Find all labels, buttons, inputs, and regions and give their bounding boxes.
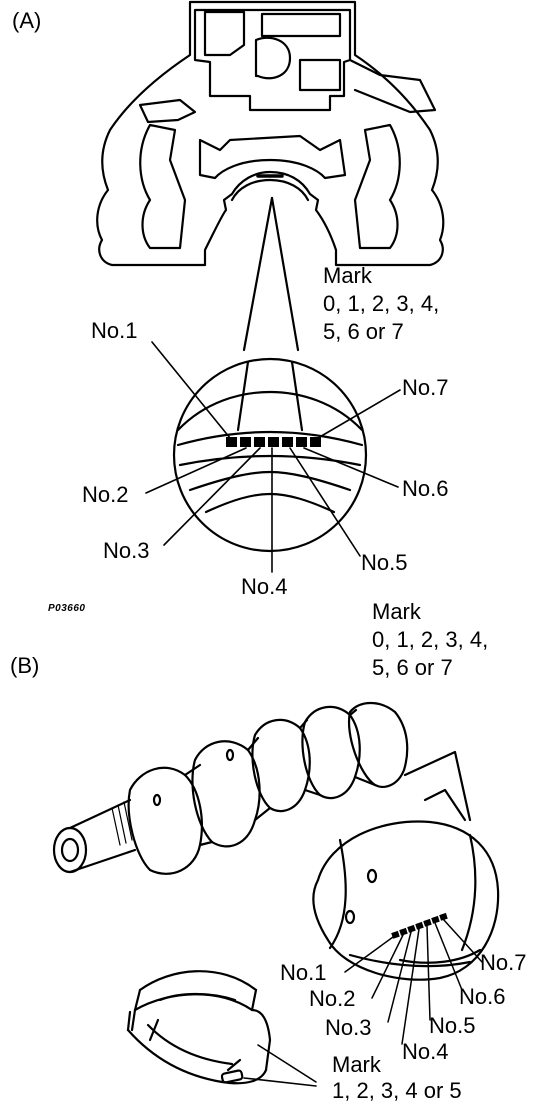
cylinder-block-drawing <box>96 0 445 352</box>
journal-label-b-no2: No.2 <box>309 986 356 1011</box>
bearing-mark-line-1: Mark <box>332 1052 381 1077</box>
crankshaft-drawing <box>52 701 472 875</box>
section-b-tag: (B) <box>10 653 40 678</box>
journal-label-a-no5: No.5 <box>361 550 408 575</box>
section-b-mark-line-1: Mark <box>372 599 421 624</box>
journal-label-b-no1: No.1 <box>280 960 327 985</box>
bearing-shell-drawing <box>126 970 317 1087</box>
journal-label-b-no6: No.6 <box>459 984 506 1009</box>
bearing-mark-line-2: 1, 2, 3, 4 or 5 <box>332 1078 462 1103</box>
section-b-mark-label: Mark 0, 1, 2, 3, 4, 5, 6 or 7 <box>372 598 488 682</box>
figure-code: P03660 <box>48 603 86 614</box>
section-b-mark-line-3: 5, 6 or 7 <box>372 655 453 680</box>
journal-label-b-no4: No.4 <box>402 1039 449 1064</box>
bearing-mark-label: Mark 1, 2, 3, 4 or 5 <box>332 1052 462 1104</box>
magnified-journal-view-a <box>145 341 401 573</box>
journal-label-a-no3: No.3 <box>103 538 150 563</box>
journal-label-b-no7: No.7 <box>480 950 527 975</box>
journal-label-a-no7: No.7 <box>402 375 449 400</box>
section-b-mark-line-2: 0, 1, 2, 3, 4, <box>372 627 489 652</box>
section-a-mark-line-1: Mark <box>323 263 372 288</box>
journal-label-b-no3: No.3 <box>325 1015 372 1040</box>
section-a-mark-label: Mark 0, 1, 2, 3, 4, 5, 6 or 7 <box>323 262 439 346</box>
journal-label-a-no6: No.6 <box>402 476 449 501</box>
journal-label-b-no5: No.5 <box>429 1013 476 1038</box>
section-a-tag: (A) <box>12 8 42 33</box>
section-a-mark-line-3: 5, 6 or 7 <box>323 319 404 344</box>
journal-label-a-no1: No.1 <box>91 318 138 343</box>
magnified-journal-view-b <box>312 820 500 1045</box>
journal-label-a-no2: No.2 <box>82 482 129 507</box>
journal-label-a-no4: No.4 <box>241 574 288 599</box>
section-a-mark-line-2: 0, 1, 2, 3, 4, <box>323 291 440 316</box>
